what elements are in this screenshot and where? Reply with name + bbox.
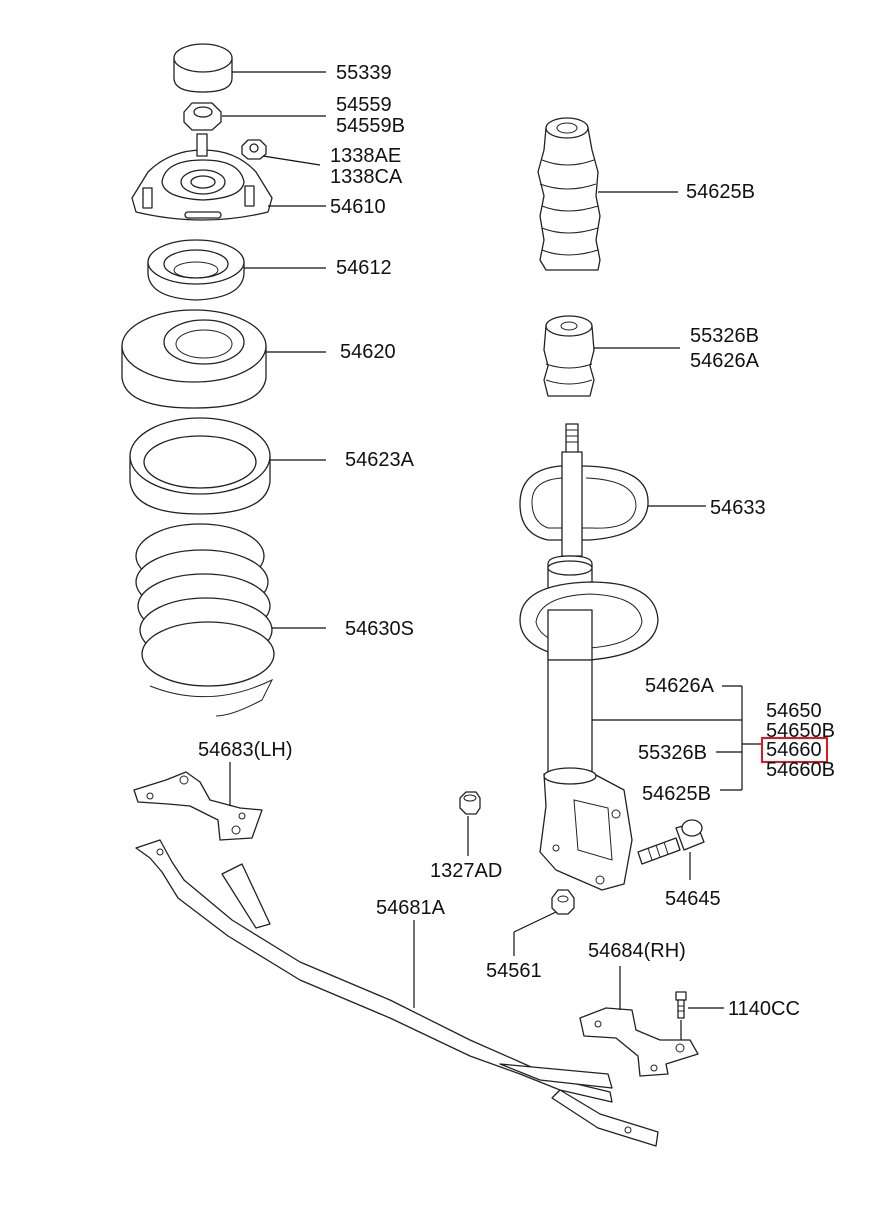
label-54610[interactable]: 54610 — [330, 196, 386, 218]
label-55326b-group[interactable]: 55326B — [638, 742, 707, 764]
label-54620[interactable]: 54620 — [340, 341, 396, 363]
part-54684-bracket[interactable] — [579, 1007, 699, 1077]
label-54626a-top[interactable]: 54626A — [690, 350, 759, 372]
label-54612[interactable]: 54612 — [336, 257, 392, 279]
part-54630s-spring[interactable] — [135, 523, 275, 717]
part-54645-bolt[interactable] — [637, 819, 705, 865]
leader-group-bracket — [716, 685, 762, 791]
label-54684rh[interactable]: 54684(RH) — [588, 940, 686, 962]
label-54681a[interactable]: 54681A — [376, 897, 445, 919]
part-55326b-bumpstop[interactable] — [543, 315, 595, 397]
label-54625b-top[interactable]: 54625B — [686, 181, 755, 203]
leader-1338ae — [262, 155, 321, 166]
label-54626a-group[interactable]: 54626A — [645, 675, 714, 697]
part-54559-nut[interactable] — [183, 102, 222, 131]
label-54623a[interactable]: 54623A — [345, 449, 414, 471]
label-54630s[interactable]: 54630S — [345, 618, 414, 640]
part-54612-bearing[interactable] — [147, 239, 245, 301]
part-54683-bracket[interactable] — [133, 771, 263, 841]
part-54625b-bellows[interactable] — [537, 117, 601, 271]
label-54645[interactable]: 54645 — [665, 888, 721, 910]
part-54633-insulator[interactable] — [519, 465, 649, 541]
part-strut-assembly[interactable] — [519, 423, 659, 891]
part-54681a-stabilizer[interactable] — [135, 839, 659, 1147]
label-1338ca[interactable]: 1338CA — [330, 166, 403, 188]
label-54559b[interactable]: 54559B — [336, 115, 405, 137]
part-1327ad-nut[interactable] — [459, 791, 481, 815]
part-54620-seat[interactable] — [121, 309, 267, 409]
label-54650b[interactable]: 54650B — [766, 720, 835, 742]
label-1327ad[interactable]: 1327AD — [430, 860, 503, 882]
label-55339[interactable]: 55339 — [336, 62, 392, 84]
label-54625b-group[interactable]: 54625B — [642, 783, 711, 805]
label-54683lh[interactable]: 54683(LH) — [198, 739, 293, 761]
label-54561[interactable]: 54561 — [486, 960, 542, 982]
label-54660b[interactable]: 54660B — [766, 759, 835, 781]
part-54561-nut[interactable] — [551, 889, 575, 915]
label-54650[interactable]: 54650 — [766, 700, 822, 722]
part-55339-cap[interactable] — [173, 43, 233, 93]
part-54610-mount[interactable] — [131, 133, 273, 221]
label-54633[interactable]: 54633 — [710, 497, 766, 519]
part-1338ae-nut[interactable] — [241, 139, 267, 160]
part-1140cc-screw[interactable] — [675, 991, 687, 1019]
label-54660-highlighted[interactable]: 54660 — [761, 737, 828, 763]
label-1338ae[interactable]: 1338AE — [330, 145, 402, 167]
label-54559[interactable]: 54559 — [336, 94, 392, 116]
part-54623a-pad[interactable] — [129, 417, 271, 515]
label-1140cc[interactable]: 1140CC — [728, 998, 800, 1020]
label-55326b-top[interactable]: 55326B — [690, 325, 759, 347]
leader-54561 — [513, 911, 557, 933]
